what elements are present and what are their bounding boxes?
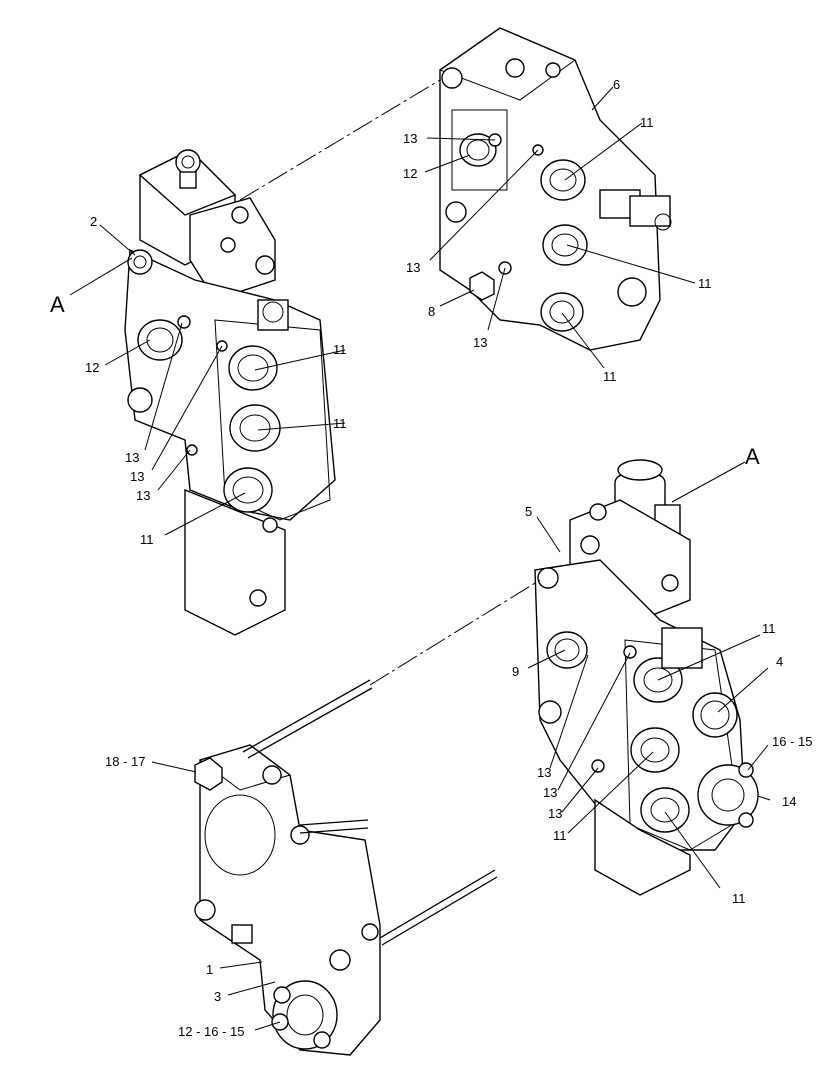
callout-11: 11 — [333, 416, 347, 431]
callout-13: 13 — [537, 765, 551, 780]
callout-2: 2 — [90, 214, 97, 229]
valve-section-lower-left — [194, 679, 498, 1056]
callout-13: 13 — [543, 785, 557, 800]
callout-6: 6 — [613, 77, 620, 92]
callout-11: 11 — [603, 369, 617, 384]
valve-section-lower-right — [534, 459, 759, 896]
callout-16-15: 16 - 15 — [772, 734, 812, 749]
callout-12-16-15: 12 - 16 - 15 — [178, 1024, 245, 1039]
callout-13: 13 — [548, 806, 562, 821]
callout-11: 11 — [140, 532, 154, 547]
callout-13: 13 — [406, 260, 420, 275]
callout-9: 9 — [512, 664, 519, 679]
callout-4: 4 — [776, 654, 783, 669]
callout-11: 11 — [698, 276, 712, 291]
callout-18-17: 18 - 17 — [105, 754, 145, 769]
callout-11: 11 — [640, 115, 654, 130]
callout-11: 11 — [732, 891, 746, 906]
callout-13: 13 — [136, 488, 150, 503]
callout-14: 14 — [782, 794, 796, 809]
assembly-alignment-lines — [239, 79, 541, 686]
callout-5: 5 — [525, 504, 532, 519]
leader-lines — [69, 86, 771, 1031]
callout-13: 13 — [473, 335, 487, 350]
callout-13: 13 — [130, 469, 144, 484]
valve-section-upper-right — [438, 27, 672, 351]
callout-labels: A A 2 12 13 13 13 11 11 11 6 13 12 11 13… — [50, 77, 812, 1039]
callout-8: 8 — [428, 304, 435, 319]
callout-13: 13 — [125, 450, 139, 465]
callout-A-right: A — [745, 444, 760, 469]
callout-1: 1 — [206, 962, 213, 977]
callout-11: 11 — [762, 621, 776, 636]
callout-A-left: A — [50, 292, 65, 317]
callout-12: 12 — [85, 360, 99, 375]
callout-11: 11 — [553, 828, 567, 843]
callout-13: 13 — [403, 131, 417, 146]
valve-section-upper-left — [124, 149, 336, 636]
callout-11: 11 — [333, 342, 347, 357]
callout-12: 12 — [403, 166, 417, 181]
callout-3: 3 — [214, 989, 221, 1004]
